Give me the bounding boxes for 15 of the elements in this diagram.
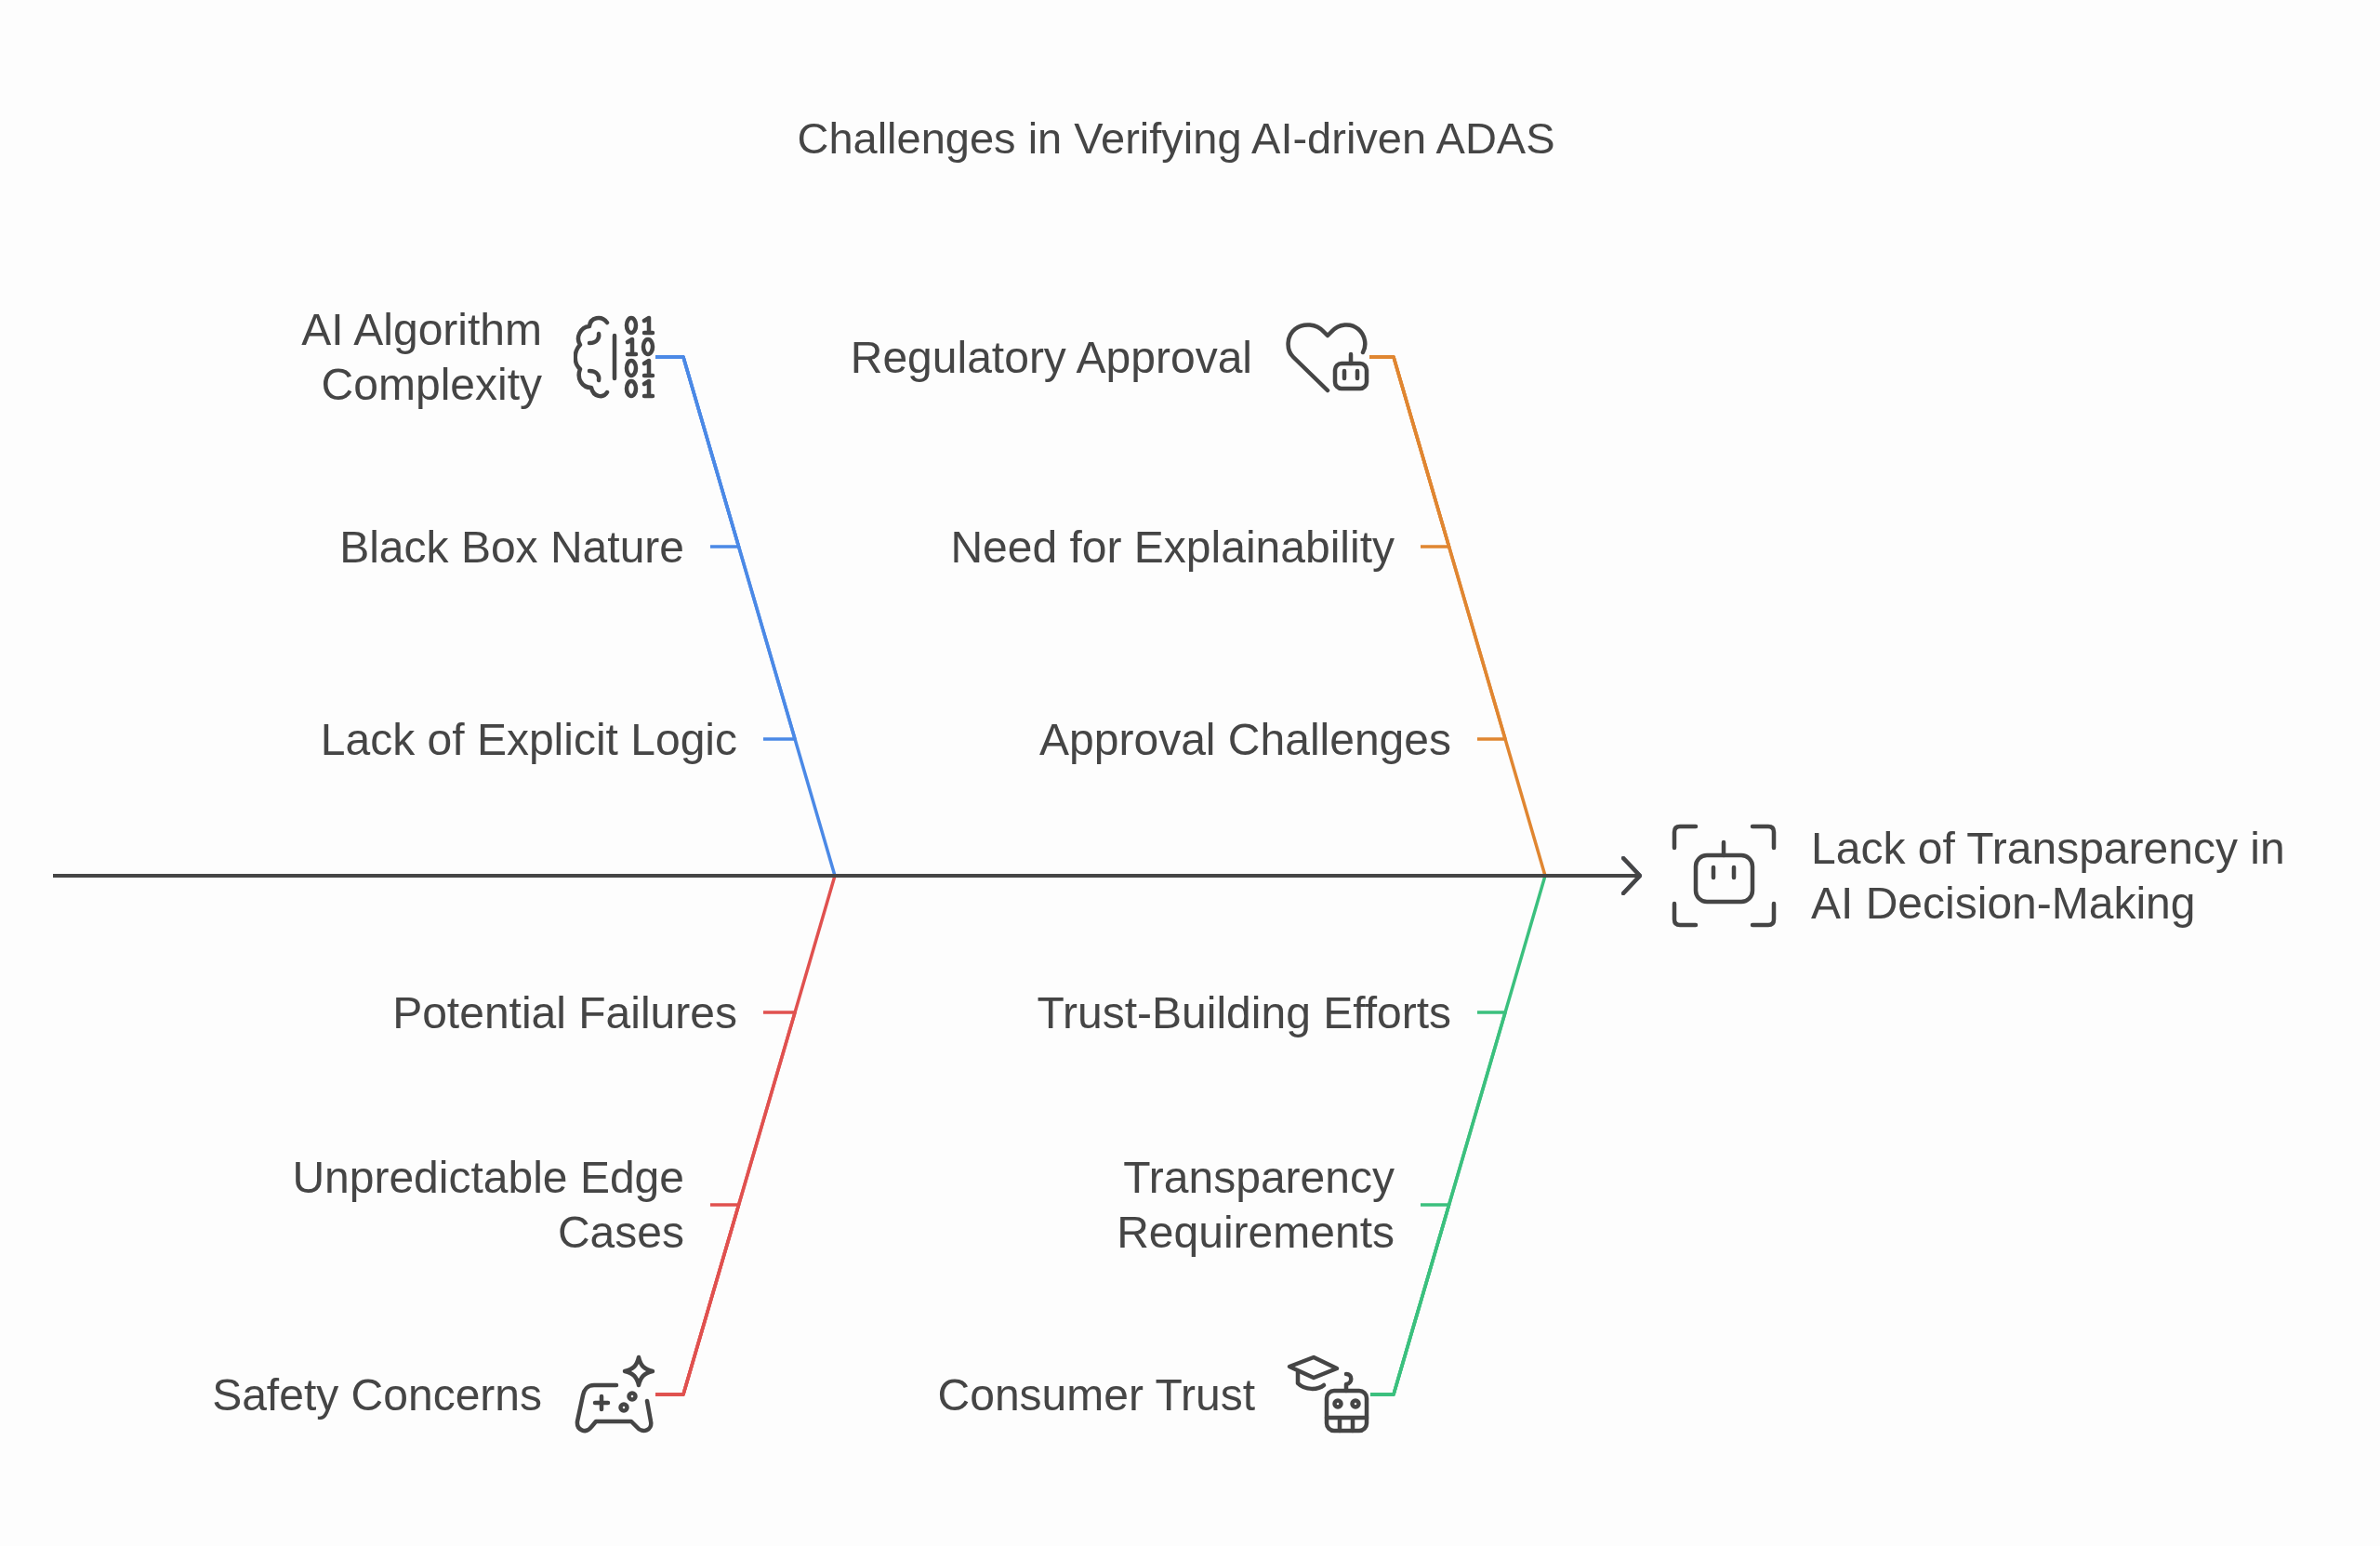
category-label: Safety Concerns <box>212 1368 542 1421</box>
cause-label: Need for Explainability <box>950 519 1395 575</box>
cause-label: Approval Challenges <box>1039 711 1451 767</box>
category-label: AI Algorithm Complexity <box>300 304 542 411</box>
cause-label: Potential Failures <box>392 984 737 1040</box>
cause-label: Black Box Nature <box>339 519 684 575</box>
spine-arrow <box>53 856 1642 895</box>
effect-label: Lack of Transparency in AI Decision-Making <box>1811 823 2286 930</box>
cause-label: Lack of Explicit Logic <box>320 711 737 767</box>
cause-label: Transparency Requirements <box>1106 1150 1395 1260</box>
category-label: Consumer Trust <box>937 1368 1255 1421</box>
cause-label: Unpredictable Edge Cases <box>284 1150 684 1260</box>
diagram-title: Challenges in Verifying AI-driven ADAS <box>797 112 1555 165</box>
cause-label: Trust-Building Efforts <box>1037 984 1451 1040</box>
category-label: Regulatory Approval <box>850 331 1252 384</box>
